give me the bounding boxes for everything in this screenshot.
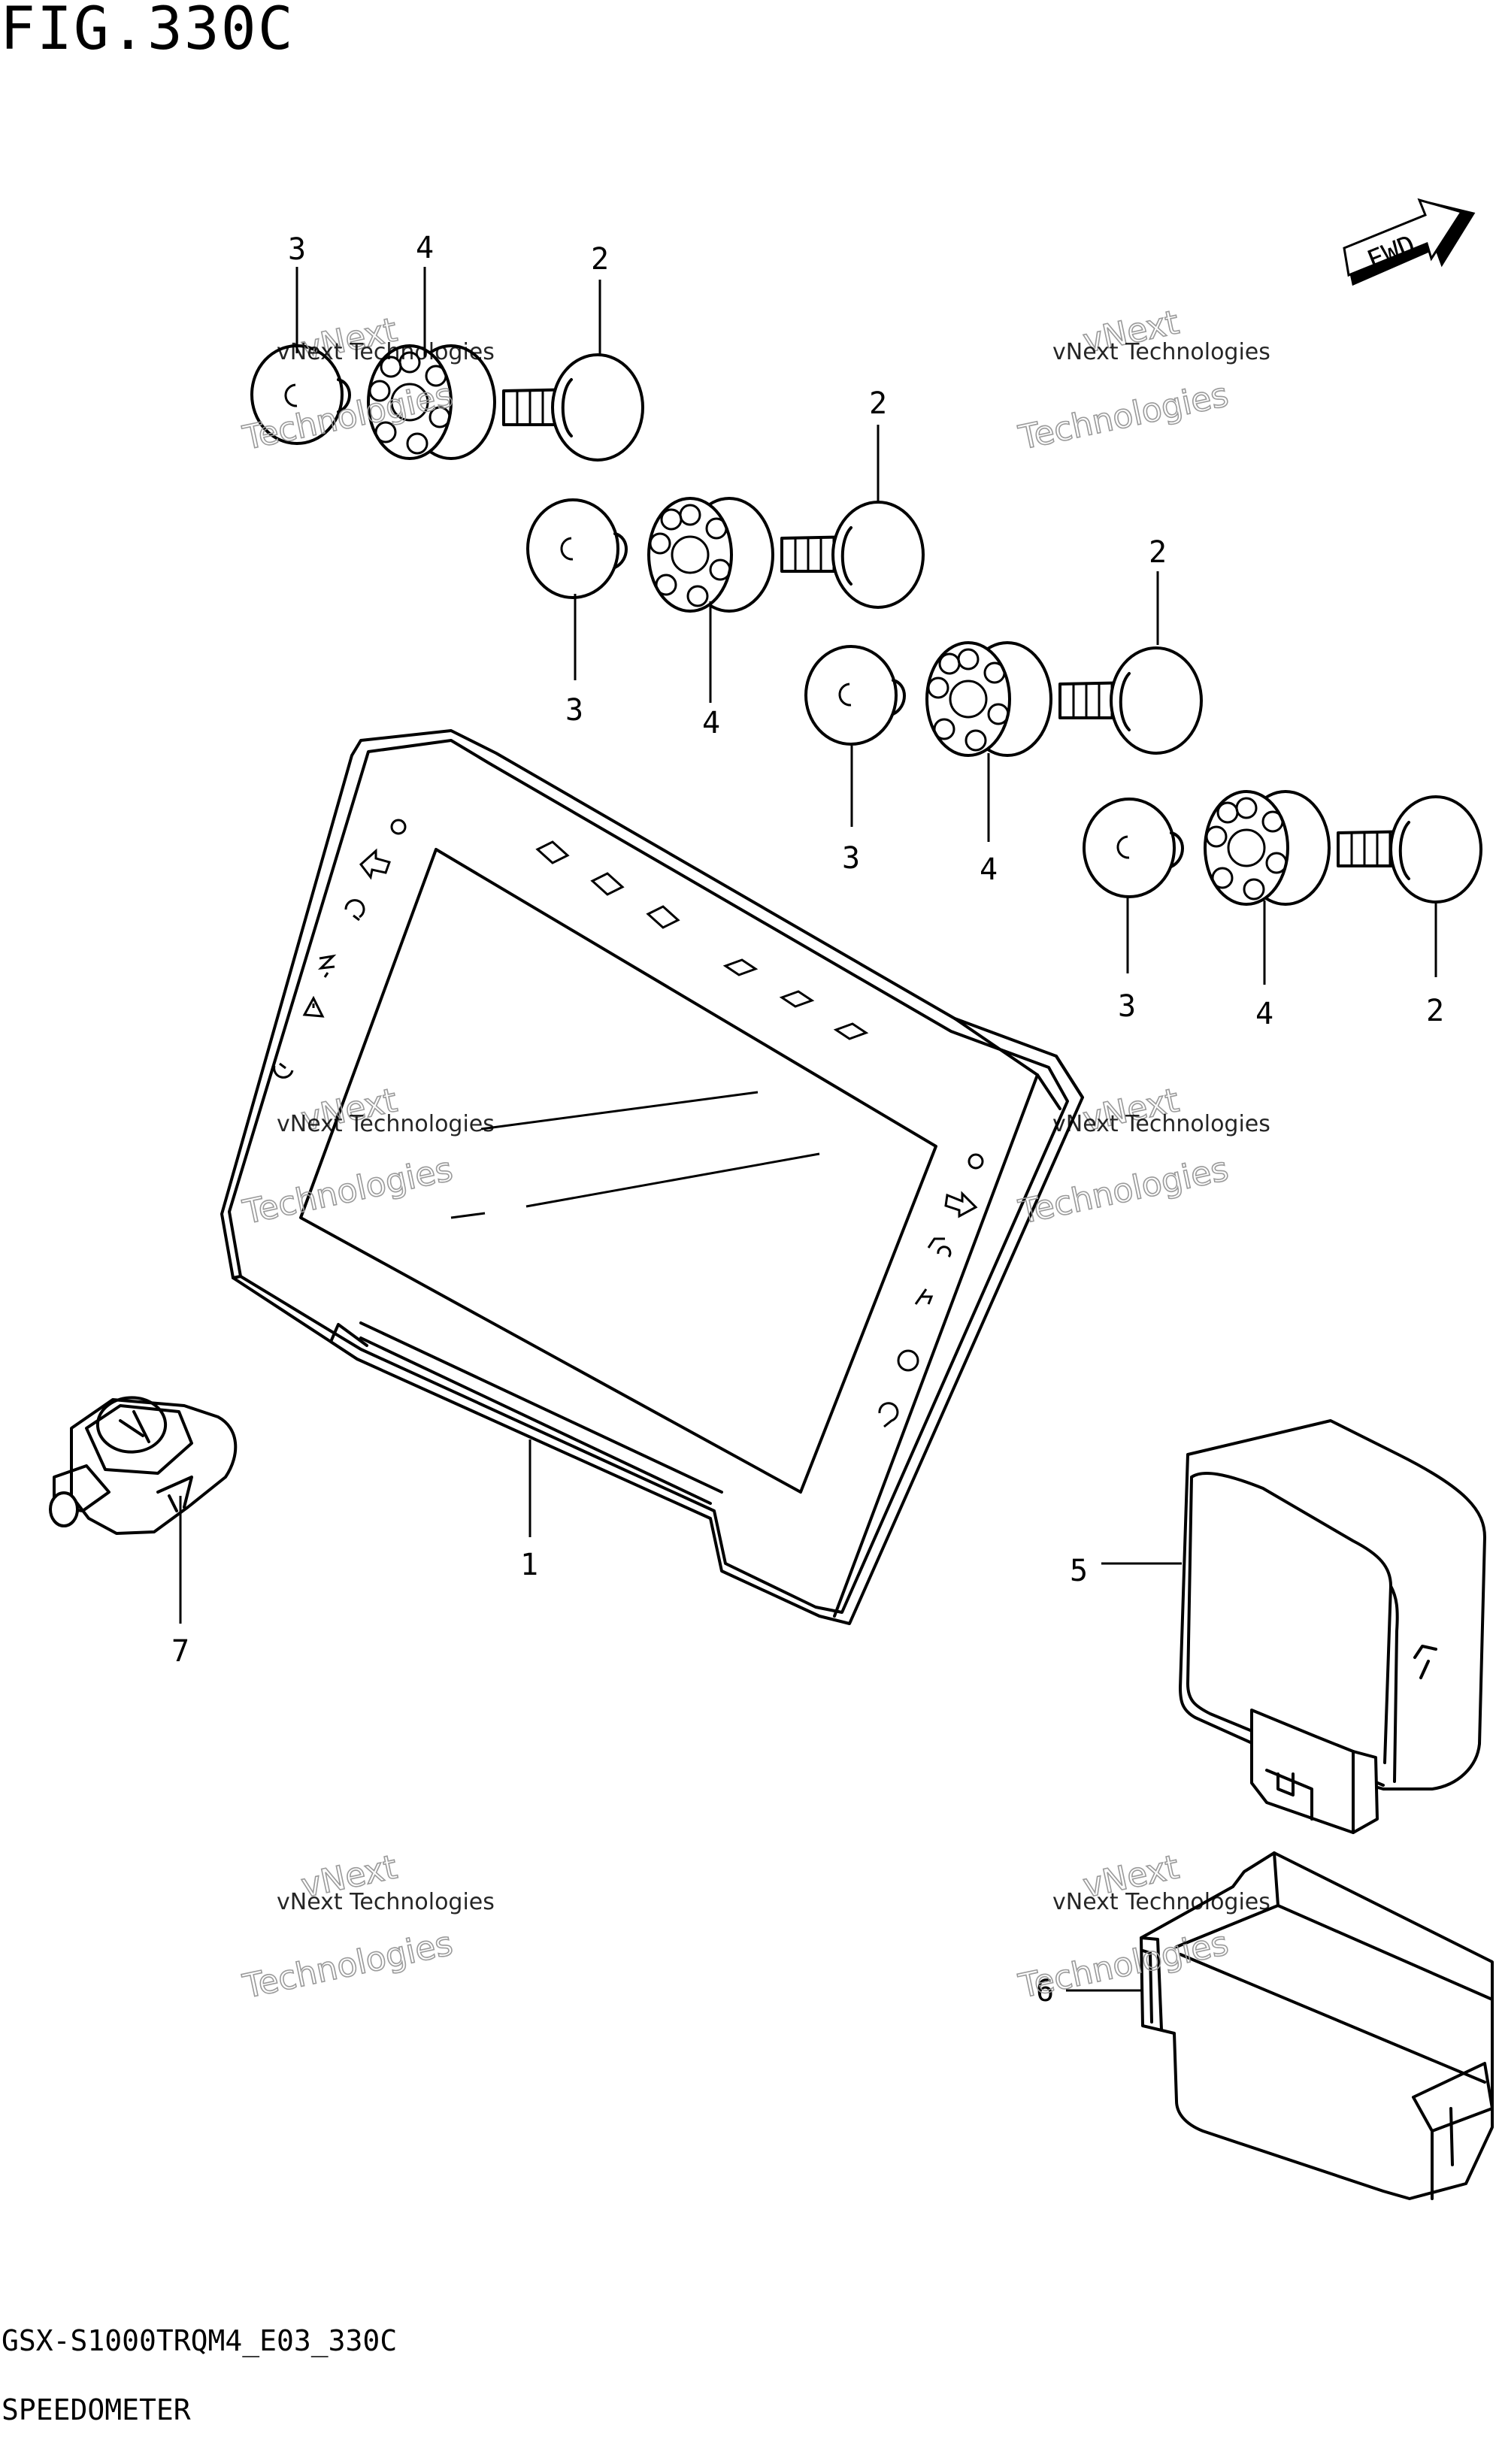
sensor-connector xyxy=(49,1396,238,1535)
mount-set-3 xyxy=(804,641,1203,757)
grommet-4c xyxy=(925,641,1052,757)
watermark-text: vNext Technologies xyxy=(1052,339,1270,365)
watermark-text: vNext Technologies xyxy=(1052,1111,1270,1137)
model-code: GSX-S1000TRQM4_E03_330C xyxy=(2,2324,398,2357)
callout-4: 4 xyxy=(980,852,998,887)
watermark-text: vNext Technologies xyxy=(1052,1889,1270,1915)
callout-2: 2 xyxy=(1426,994,1444,1028)
callout-5: 5 xyxy=(1070,1554,1088,1588)
mount-set-1 xyxy=(250,344,644,462)
callout-3: 3 xyxy=(565,693,583,728)
callout-4: 4 xyxy=(1255,997,1273,1031)
grommet-4d xyxy=(1204,790,1331,906)
watermark-subtext: Technologies xyxy=(1015,376,1231,458)
watermark-top-right: vNext vNext Technologies Technologies xyxy=(1015,303,1270,459)
leader-lines xyxy=(179,267,1437,1992)
watermark-text: vNext Technologies xyxy=(277,1889,495,1915)
bolt-2d xyxy=(1337,795,1482,904)
mount-set-2 xyxy=(526,497,925,613)
callout-7: 7 xyxy=(171,1634,189,1669)
watermark-text: vNext Technologies xyxy=(277,1111,495,1137)
callout-2: 2 xyxy=(869,386,887,421)
watermark-subtext: Technologies xyxy=(239,1924,456,2006)
grommet-4a xyxy=(367,344,496,460)
callout-2: 2 xyxy=(1149,535,1167,570)
callout-3: 3 xyxy=(842,841,860,876)
speedometer-unit xyxy=(220,729,1084,1625)
grommet-4b xyxy=(647,497,774,613)
callout-4: 4 xyxy=(416,231,434,265)
washer-3c xyxy=(804,645,906,746)
bolt-2a xyxy=(502,353,644,462)
callout-1: 1 xyxy=(520,1548,538,1582)
callout-4: 4 xyxy=(702,706,720,740)
callout-3: 3 xyxy=(1118,989,1136,1024)
mount-set-4 xyxy=(1083,790,1482,906)
callout-6: 6 xyxy=(1036,1974,1054,2008)
bolt-2c xyxy=(1058,646,1203,755)
fwd-arrow-badge: FWD xyxy=(1343,198,1476,286)
callout-3: 3 xyxy=(288,232,306,267)
callout-2: 2 xyxy=(591,242,609,277)
watermark-bottom-left: vNext vNext Technologies Technologies xyxy=(239,1848,495,2007)
figure-title: FIG.330C xyxy=(0,0,295,63)
washer-3d xyxy=(1083,798,1184,898)
section-name: SPEEDOMETER xyxy=(2,2393,191,2426)
washer-3a xyxy=(250,344,351,445)
washer-3b xyxy=(526,498,628,599)
protective-cover xyxy=(1140,1851,1494,2200)
bolt-2b xyxy=(780,501,925,609)
watermark-text: vNext Technologies xyxy=(277,339,495,365)
control-module xyxy=(1179,1419,1486,1834)
callout-numbers: 3 4 2 2 3 4 2 3 4 3 4 2 1 5 6 7 xyxy=(171,231,1444,2008)
